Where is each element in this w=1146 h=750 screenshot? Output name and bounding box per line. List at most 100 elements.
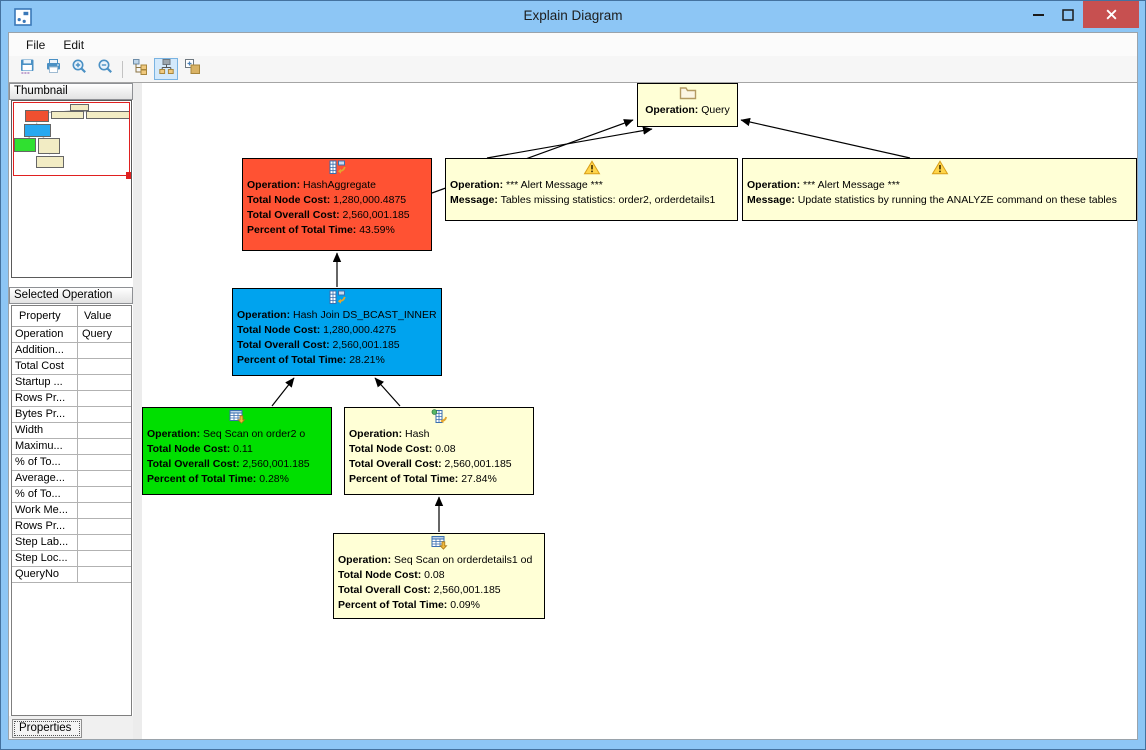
thumbnail-node-6: [38, 138, 60, 154]
property-name: Total Cost: [12, 359, 78, 374]
node-text-line: Total Overall Cost: 2,560,001.185: [237, 339, 400, 351]
property-row[interactable]: QueryNo: [12, 567, 131, 583]
print-icon: [45, 58, 62, 80]
property-row[interactable]: Startup ...: [12, 375, 131, 391]
node-alert-message-1[interactable]: Operation: *** Alert Message ***Message:…: [445, 158, 738, 221]
tab-properties[interactable]: Properties: [12, 719, 83, 738]
menu-file[interactable]: File: [26, 37, 46, 52]
org-layout-button[interactable]: [154, 58, 178, 80]
property-value: [78, 375, 131, 390]
selected-operation-header: Selected Operation: [9, 287, 133, 304]
node-text-line: Total Overall Cost: 2,560,001.185: [338, 584, 501, 596]
tree-layout-button[interactable]: [128, 58, 152, 80]
org-layout-icon: [158, 58, 175, 80]
node-text-line: Operation: Hash: [349, 428, 430, 440]
node-hash-join[interactable]: Operation: Hash Join DS_BCAST_INNER Total…: [232, 288, 442, 376]
property-row[interactable]: Step Loc...: [12, 551, 131, 567]
property-row[interactable]: Width: [12, 423, 131, 439]
tree-layout-icon: [132, 58, 149, 80]
thumbnail-viewport[interactable]: [13, 102, 131, 179]
node-text-line: Total Node Cost: 0.11: [147, 443, 253, 455]
node-text-line: Operation: *** Alert Message ***: [747, 179, 900, 191]
property-row[interactable]: Work Me...: [12, 503, 131, 519]
panel-splitter[interactable]: [133, 83, 142, 739]
property-name: Width: [12, 423, 78, 438]
thumbnail-node-7: [36, 156, 64, 168]
zoom-out-icon: [97, 58, 114, 80]
property-row[interactable]: Average...: [12, 471, 131, 487]
property-row[interactable]: Bytes Pr...: [12, 407, 131, 423]
thumbnail-minimap[interactable]: [11, 100, 132, 278]
property-value: [78, 391, 131, 406]
thumbnail-viewport-handle[interactable]: [126, 172, 131, 179]
node-text-line: Total Node Cost: 0.08: [349, 443, 456, 455]
property-value: [78, 343, 131, 358]
property-row[interactable]: Rows Pr...: [12, 519, 131, 535]
property-row[interactable]: Total Cost: [12, 359, 131, 375]
property-name: QueryNo: [12, 567, 78, 582]
zoom-out-button[interactable]: [93, 58, 117, 80]
property-value: [78, 567, 131, 582]
node-alert-message-2[interactable]: Operation: *** Alert Message *** Message:…: [742, 158, 1137, 221]
zoom-in-button[interactable]: [67, 58, 91, 80]
property-name: Operation: [12, 327, 78, 342]
node-text-line: Total Node Cost: 1,280,000.4875: [247, 194, 407, 206]
toolbar: [9, 56, 1137, 82]
menu-edit[interactable]: Edit: [63, 37, 85, 52]
node-seq-scan-order2[interactable]: Operation: Seq Scan on order2 o Total Nod…: [142, 407, 332, 495]
node-text-line: Message: Update statistics by running th…: [747, 194, 1117, 206]
folder-icon: [642, 85, 733, 103]
client-area: File Edit Thumbnail Selected Operation Pr…: [8, 32, 1138, 740]
property-row[interactable]: Step Lab...: [12, 535, 131, 551]
property-name: Step Loc...: [12, 551, 78, 566]
property-row[interactable]: Rows Pr...: [12, 391, 131, 407]
property-row[interactable]: % of To...: [12, 487, 131, 503]
node-text-line: Operation: HashAggregate: [247, 179, 376, 191]
property-name: Step Lab...: [12, 535, 78, 550]
scan-icon: [147, 409, 327, 427]
node-text-line: Total Overall Cost: 2,560,001.185: [349, 458, 512, 470]
node-text-line: Total Overall Cost: 2,560,001.185: [247, 209, 410, 221]
close-button[interactable]: [1083, 1, 1139, 28]
window-title: Explain Diagram: [523, 8, 623, 23]
node-text-line: Message: Tables missing statistics: orde…: [450, 194, 716, 206]
maximize-button[interactable]: [1053, 1, 1083, 28]
cascade-button[interactable]: [180, 58, 204, 80]
property-row[interactable]: % of To...: [12, 455, 131, 471]
node-query[interactable]: Operation: Query: [637, 83, 738, 127]
menubar: File Edit: [9, 33, 1137, 56]
warning-icon: [747, 160, 1132, 178]
thumbnail-node-1: [25, 110, 49, 122]
property-value: [78, 503, 131, 518]
node-text-line: Total Node Cost: 0.08: [338, 569, 445, 581]
property-name: Rows Pr...: [12, 519, 78, 534]
property-name: Maximu...: [12, 439, 78, 454]
zoom-in-icon: [71, 58, 88, 80]
property-row[interactable]: Maximu...: [12, 439, 131, 455]
property-value: [78, 551, 131, 566]
property-name: % of To...: [12, 455, 78, 470]
property-value: [78, 471, 131, 486]
property-name: Average...: [12, 471, 78, 486]
property-value: [78, 487, 131, 502]
left-panel: Thumbnail Selected Operation Property Va…: [9, 83, 133, 739]
property-name: Rows Pr...: [12, 391, 78, 406]
print-button[interactable]: [41, 58, 65, 80]
property-value: [78, 359, 131, 374]
minimize-button[interactable]: [1023, 1, 1053, 28]
node-text-line: Operation: Hash Join DS_BCAST_INNER: [237, 309, 437, 321]
property-value: [78, 439, 131, 454]
property-value: [78, 407, 131, 422]
property-row[interactable]: Addition...: [12, 343, 131, 359]
node-text-line: Operation: Seq Scan on order2 o: [147, 428, 306, 440]
thumbnail-node-0: [70, 104, 89, 111]
save-button[interactable]: [15, 58, 39, 80]
property-name: Work Me...: [12, 503, 78, 518]
